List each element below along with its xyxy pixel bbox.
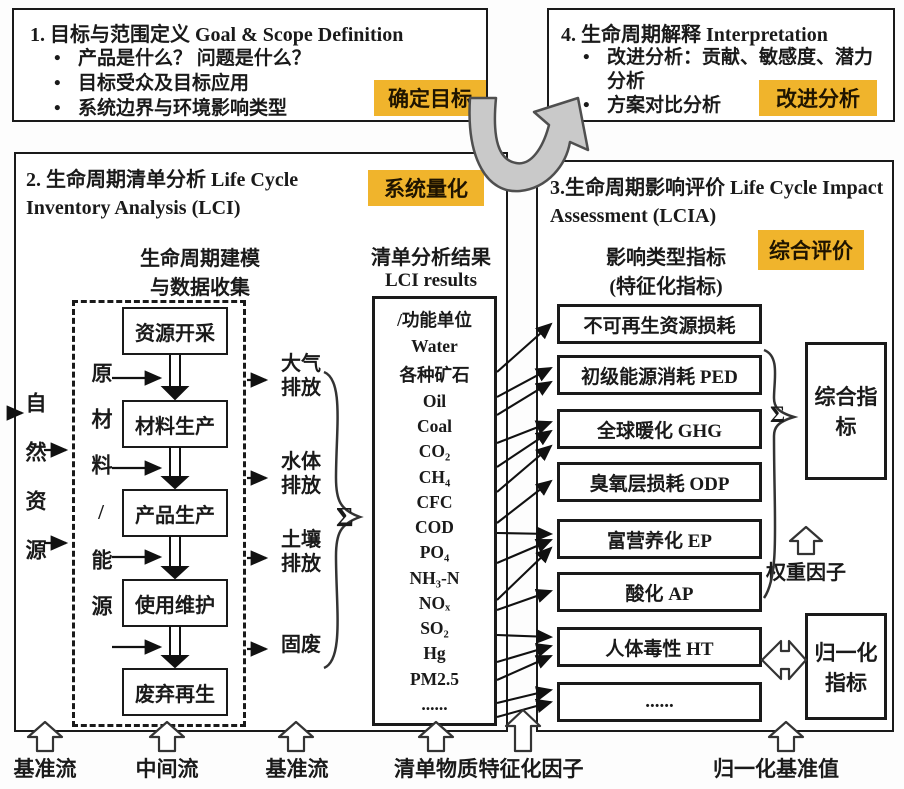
impact-category-subtitle: 影响类型指标 (特征化指标): [606, 247, 726, 298]
emission-water: 水体排放: [281, 451, 321, 497]
material-energy-label: 原材料/能源: [89, 362, 113, 641]
phase1-bullet-1: •产品是什么？ 问题是什么？: [54, 48, 311, 69]
label-normalization-reference: 归一化基准值: [713, 757, 839, 781]
modeling-title: 生命周期建模 与数据收集: [140, 248, 260, 299]
bullet-icon: •: [583, 95, 590, 116]
bullet-icon: •: [54, 98, 61, 119]
system-quantification-badge: 系统量化: [368, 170, 484, 206]
phase4-interpretation-box: 4. 生命周期解释 Interpretation •改进分析：贡献、敏感度、潜力…: [547, 8, 895, 122]
lci-item: Hg: [423, 643, 446, 664]
emission-solid-waste: 固废: [281, 634, 321, 656]
lci-item: 各种矿石: [399, 364, 470, 385]
impact-global-warming-ghg: 全球暖化 GHG: [557, 409, 762, 449]
composite-indicator-box: 综合指标: [805, 342, 887, 480]
stage-resource-extraction: 资源开采: [122, 307, 228, 355]
sigma-symbol-right: Σ: [770, 402, 786, 427]
phase1-bullet-2: •目标受众及目标应用: [54, 73, 250, 94]
impact-eutrophication-ep: 富营养化 EP: [557, 519, 762, 559]
phase1-bullet-3: •系统边界与环境影响类型: [54, 98, 288, 119]
impact-acidification-ap: 酸化 AP: [557, 572, 762, 612]
lci-results-header: 清单分析结果 LCI results: [371, 247, 491, 291]
lci-item: CFC: [416, 491, 453, 512]
stage-disposal-recycling: 废弃再生: [122, 668, 228, 716]
emission-air: 大气排放: [281, 353, 321, 399]
bullet-icon: •: [54, 73, 61, 94]
phase4-bullet-2: •方案对比分析: [583, 95, 722, 116]
lci-item: SO₂: [420, 618, 449, 639]
impact-ozone-depletion-odp: 臭氧层损耗 ODP: [557, 462, 762, 502]
lci-item: PO₄: [419, 542, 450, 563]
lci-item: CH₄: [418, 466, 451, 487]
label-characterization-factor: 特征化因子: [478, 757, 584, 781]
lci-item: NOₓ: [418, 592, 451, 613]
normalized-indicator-box: 归一化指标: [805, 613, 887, 720]
stage-use-maintenance: 使用维护: [122, 579, 228, 627]
label-reference-flow-2: 基准流: [265, 757, 329, 781]
bullet-icon: •: [54, 48, 61, 69]
weight-factor-label: 权重因子: [766, 562, 846, 584]
natural-resources-label: 自然资源: [23, 392, 47, 588]
impact-primary-energy-ped: 初级能源消耗 PED: [557, 355, 762, 395]
comprehensive-evaluation-badge: 综合评价: [758, 230, 864, 270]
phase4-bullet-1: •改进分析：贡献、敏感度、潜力分析: [583, 47, 874, 92]
improvement-analysis-badge: 改进分析: [759, 80, 877, 116]
lci-item: CO₂: [418, 441, 451, 462]
lci-item: /功能单位: [397, 310, 472, 330]
lci-results-list-box: /功能单位 Water 各种矿石 Oil Coal CO₂ CH₄ CFC CO…: [372, 296, 497, 726]
impact-others: ......: [557, 682, 762, 722]
bullet-icon: •: [583, 47, 590, 68]
phase1-title: 1. 目标与范围定义 Goal & Scope Definition: [30, 24, 404, 46]
sigma-symbol-left: Σ: [336, 502, 354, 532]
impact-nonrenewable-resource: 不可再生资源损耗: [557, 304, 762, 344]
label-intermediate-flow: 中间流: [135, 757, 199, 781]
lci-item: PM2.5: [409, 668, 460, 689]
phase3-title: 3.生命周期影响评价 Life Cycle Impact Assessment …: [550, 177, 884, 227]
lci-item: Oil: [422, 390, 447, 411]
phase1-goal-scope-box: 1. 目标与范围定义 Goal & Scope Definition •产品是什…: [12, 8, 488, 122]
label-inventory-substance: 清单物质: [394, 757, 478, 781]
lci-item: Coal: [417, 416, 452, 437]
emission-soil: 土壤排放: [281, 529, 321, 575]
label-reference-flow-1: 基准流: [13, 757, 77, 781]
goal-definition-badge: 确定目标: [374, 80, 486, 116]
phase4-title: 4. 生命周期解释 Interpretation: [561, 24, 828, 46]
lci-item: Water: [411, 336, 458, 357]
lci-item: COD: [415, 517, 454, 538]
impact-human-toxicity-ht: 人体毒性 HT: [557, 627, 762, 667]
lci-item: NH₃-N: [409, 567, 460, 588]
phase2-title: 2. 生命周期清单分析 Life Cycle Inventory Analysi…: [26, 169, 299, 219]
stage-material-production: 材料生产: [122, 400, 228, 448]
lci-item: ......: [421, 693, 448, 714]
stage-product-manufacturing: 产品生产: [122, 489, 228, 537]
